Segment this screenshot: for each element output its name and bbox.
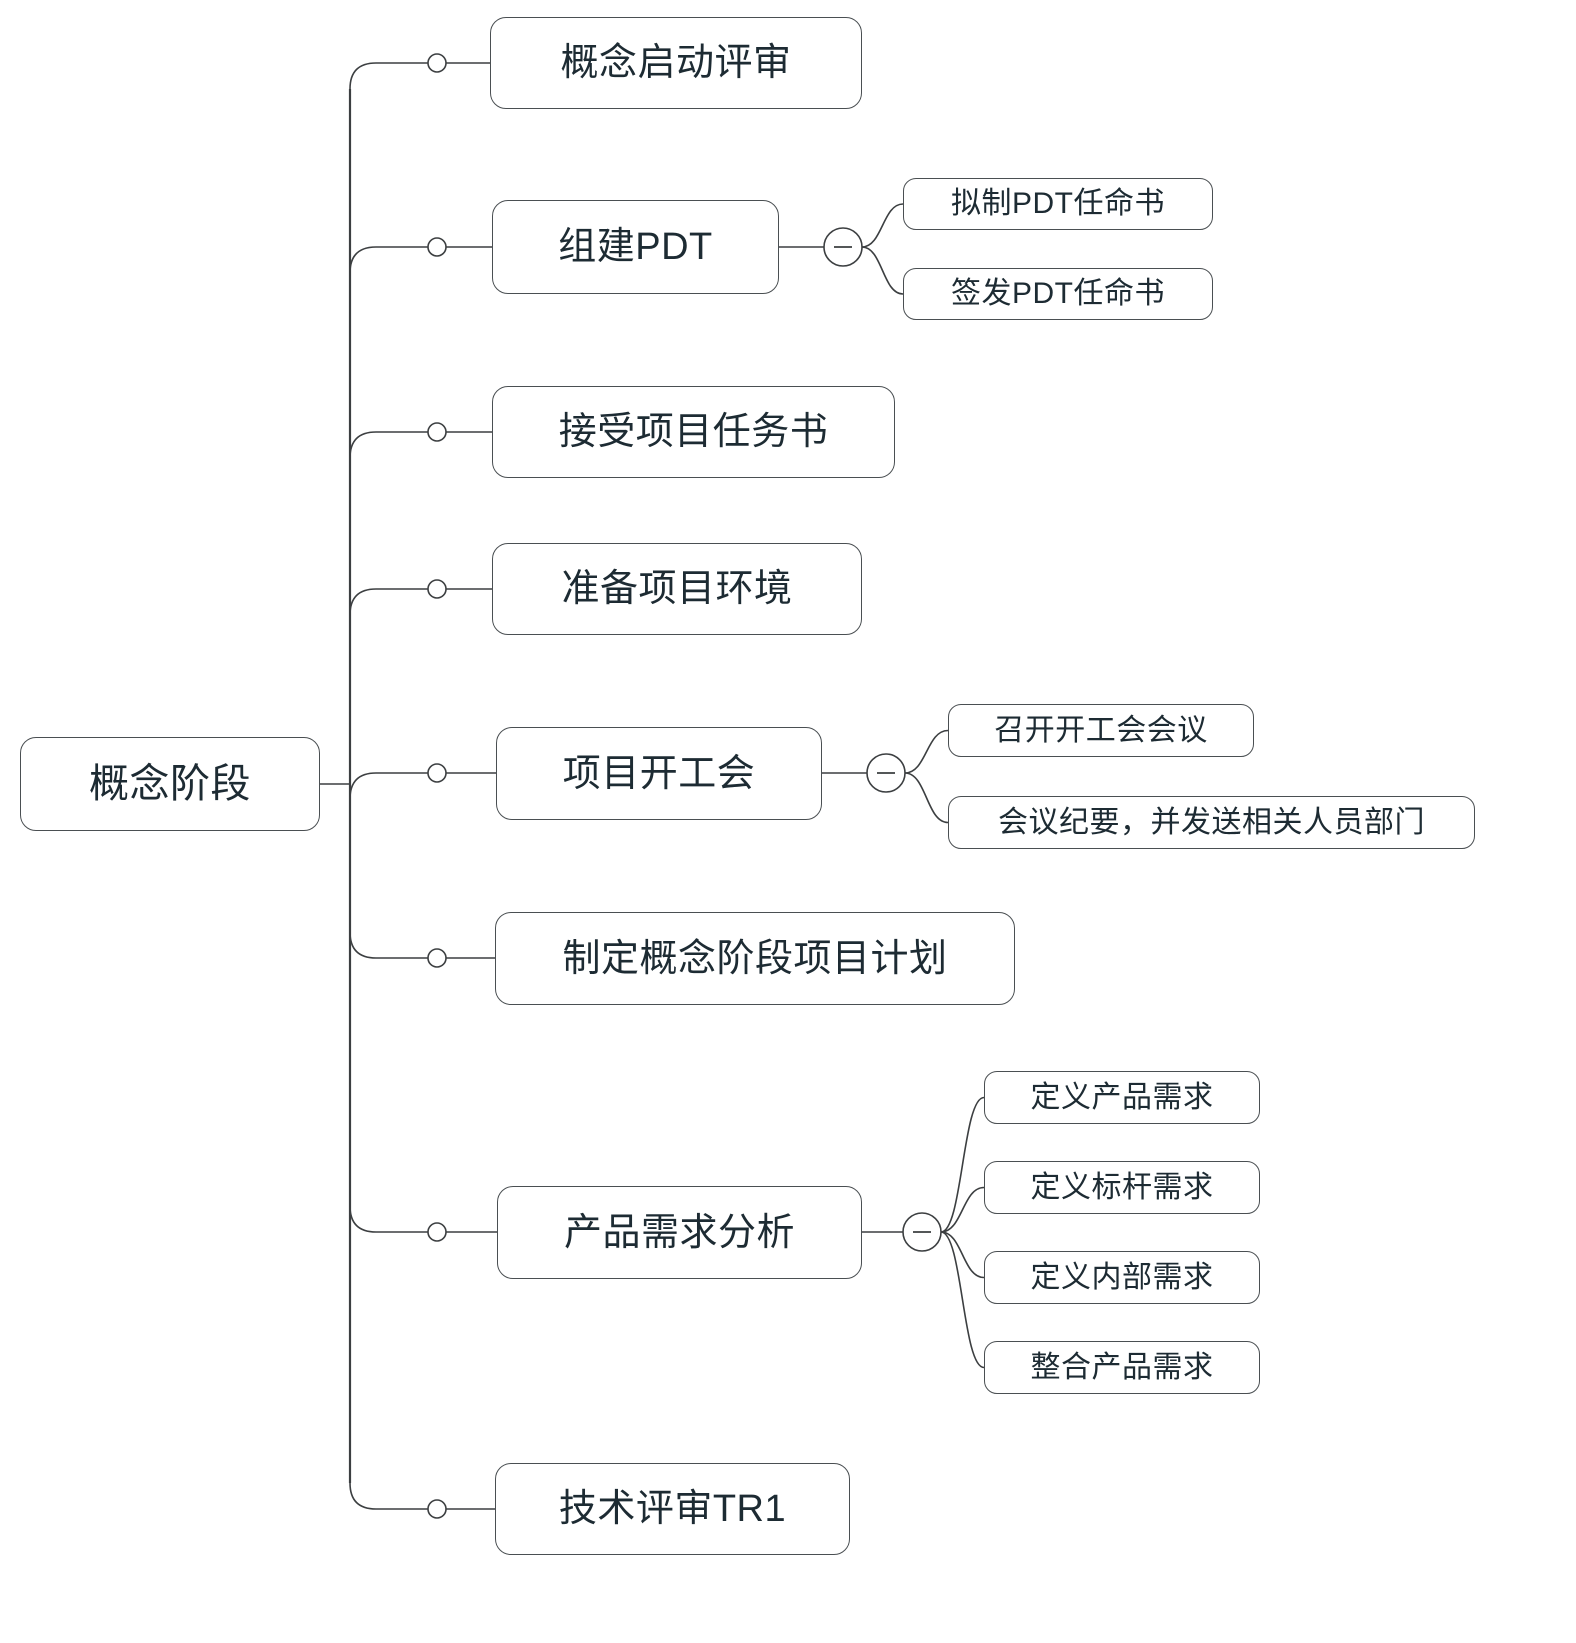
branch-node-0[interactable]: 概念启动评审 — [490, 17, 862, 109]
subnode-6-2[interactable]: 定义内部需求 — [984, 1251, 1260, 1304]
branch-node-6[interactable]: 产品需求分析 — [497, 1186, 862, 1279]
branch-node-3[interactable]: 准备项目环境 — [492, 543, 862, 635]
branch-node-7[interactable]: 技术评审TR1 — [495, 1463, 850, 1555]
node-label: 概念阶段 — [89, 762, 251, 806]
node-label: 召开开工会会议 — [994, 713, 1208, 747]
node-label: 组建PDT — [558, 226, 713, 268]
node-label: 项目开工会 — [562, 752, 756, 795]
branch-node-1[interactable]: 组建PDT — [492, 200, 779, 294]
subnode-6-1[interactable]: 定义标杆需求 — [984, 1161, 1260, 1214]
node-label: 签发PDT任命书 — [951, 277, 1165, 310]
node-label: 概念启动评审 — [560, 42, 792, 84]
collapse-toggle-minus-icon[interactable] — [823, 227, 863, 267]
branch-node-2[interactable]: 接受项目任务书 — [492, 386, 895, 478]
root-node-concept-phase[interactable]: 概念阶段 — [20, 737, 320, 831]
node-label: 制定概念阶段项目计划 — [562, 937, 948, 980]
subnode-1-1[interactable]: 签发PDT任命书 — [903, 268, 1213, 320]
collapse-toggle-minus-icon[interactable] — [866, 753, 906, 793]
branch-bullet-icon[interactable] — [427, 579, 447, 599]
branch-bullet-icon[interactable] — [427, 422, 447, 442]
node-label: 技术评审TR1 — [558, 1488, 787, 1530]
subnode-6-0[interactable]: 定义产品需求 — [984, 1071, 1260, 1124]
subnode-4-1[interactable]: 会议纪要，并发送相关人员部门 — [948, 796, 1475, 849]
branch-bullet-icon[interactable] — [427, 1222, 447, 1242]
branch-bullet-icon[interactable] — [427, 1499, 447, 1519]
node-label: 定义内部需求 — [1030, 1260, 1214, 1294]
branch-bullet-icon[interactable] — [427, 53, 447, 73]
node-label: 定义标杆需求 — [1030, 1170, 1214, 1204]
branch-node-5[interactable]: 制定概念阶段项目计划 — [495, 912, 1015, 1005]
node-label: 定义产品需求 — [1030, 1080, 1214, 1114]
node-label: 接受项目任务书 — [558, 411, 829, 453]
node-label: 准备项目环境 — [561, 568, 793, 610]
collapse-toggle-minus-icon[interactable] — [902, 1212, 942, 1252]
node-label: 整合产品需求 — [1030, 1350, 1214, 1384]
node-label: 拟制PDT任命书 — [951, 187, 1165, 220]
branch-bullet-icon[interactable] — [427, 763, 447, 783]
subnode-4-0[interactable]: 召开开工会会议 — [948, 704, 1254, 757]
branch-node-4[interactable]: 项目开工会 — [496, 727, 822, 820]
node-label: 会议纪要，并发送相关人员部门 — [998, 805, 1425, 839]
node-label: 产品需求分析 — [563, 1211, 795, 1254]
branch-bullet-icon[interactable] — [427, 237, 447, 257]
subnode-6-3[interactable]: 整合产品需求 — [984, 1341, 1260, 1394]
branch-bullet-icon[interactable] — [427, 948, 447, 968]
subnode-1-0[interactable]: 拟制PDT任命书 — [903, 178, 1213, 230]
